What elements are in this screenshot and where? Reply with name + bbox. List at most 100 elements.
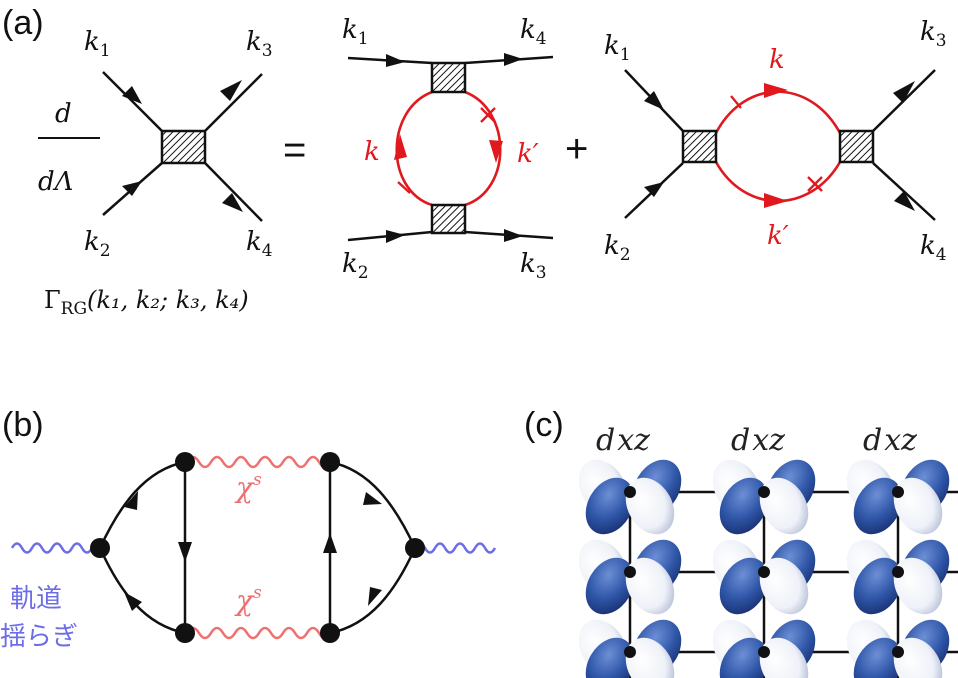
lattice-site — [892, 646, 904, 658]
bubble1-loop-kprime: k′ — [517, 139, 539, 169]
hatched-vertex-top — [430, 61, 467, 94]
arrow-head — [368, 587, 382, 606]
loop-arrow-down — [489, 140, 503, 163]
vertex-dot — [175, 623, 195, 643]
orbital-lobe — [759, 637, 809, 678]
panel-c-label: (c) — [524, 406, 564, 444]
vertex-dot — [90, 538, 110, 558]
orbital-lobe — [759, 477, 809, 535]
arrow-head — [644, 182, 664, 197]
arrow-head — [893, 81, 915, 103]
orbital-lobe — [625, 557, 675, 615]
panel-a: (a) d dΛ k1 k3 k2 k4 ΓRG(k₁, k₂; k₃, k₄)… — [2, 4, 947, 319]
bubble2-k3: k3 — [920, 17, 947, 51]
spin-wavy-line-bottom — [185, 626, 331, 640]
lattice-site — [624, 486, 636, 498]
propagator — [98, 547, 186, 635]
propagator — [329, 460, 417, 549]
bubble1-loop-k: k — [364, 137, 380, 167]
bubble2-k2: k2 — [604, 231, 631, 265]
orbital-lobe — [625, 477, 675, 535]
horizontal-bubble-diagram — [624, 69, 936, 221]
bubble2-k1: k1 — [604, 31, 631, 65]
lattice-site — [892, 486, 904, 498]
propagator — [329, 547, 417, 635]
arrow-head — [504, 229, 523, 242]
lattice-site — [758, 646, 770, 658]
panel-b: (b) χs χs 軌道 揺らぎ — [0, 406, 497, 652]
derivative-denominator: dΛ — [38, 167, 73, 197]
dxz-orbital — [846, 539, 950, 615]
lhs-vertex — [102, 71, 263, 222]
arrow-head — [124, 592, 142, 611]
orbital-lobe — [893, 477, 943, 535]
orbital-lobe — [719, 637, 769, 678]
vertex-caption: ΓRG(k₁, k₂; k₃, k₄) — [44, 286, 249, 319]
vertical-bubble-diagram — [347, 53, 554, 243]
orbital-fluctuation-label-line2: 揺らぎ — [0, 622, 78, 652]
orbital-lobe — [759, 557, 809, 615]
lattice-site — [624, 646, 636, 658]
arrow-head — [386, 54, 405, 67]
arrow-head — [222, 193, 243, 212]
orbital-label: dxz — [863, 423, 917, 458]
hatched-vertex-left — [681, 129, 718, 164]
arrow-head — [323, 533, 337, 553]
arrow-head — [894, 191, 915, 211]
orbital-label: dxz — [596, 423, 650, 458]
bubble1-k2: k2 — [342, 249, 369, 283]
derivative-numerator: d — [55, 99, 72, 129]
lhs-k4: k4 — [246, 227, 273, 261]
orbital-lobe — [585, 477, 635, 535]
loop-line-top — [714, 90, 842, 134]
orbital-lobe — [893, 637, 943, 678]
lhs-k1: k1 — [84, 27, 111, 61]
chi-s-top: χs — [234, 470, 262, 504]
orbital-lobe — [853, 477, 903, 535]
orbital-lobe — [625, 637, 675, 678]
loop-tick — [730, 95, 742, 109]
plus-sign: + — [565, 127, 588, 171]
orbital-lobes — [578, 459, 950, 678]
spin-wavy-line-top — [185, 455, 331, 469]
orbital-lobe — [893, 557, 943, 615]
panel-c: (c) dxz dxz dxz — [524, 406, 958, 678]
dxz-orbital — [578, 619, 682, 678]
hatched-vertex-bottom — [430, 203, 467, 235]
panel-b-label: (b) — [2, 406, 44, 444]
dxz-orbital — [846, 459, 950, 535]
orbital-wavy-line-left — [10, 542, 102, 554]
dxz-orbital — [712, 539, 816, 615]
lattice-site — [624, 566, 636, 578]
loop-tick — [397, 181, 411, 194]
orbital-lobe — [719, 477, 769, 535]
equals-sign: = — [283, 128, 306, 172]
dxz-orbital — [712, 459, 816, 535]
loop-line-bottom — [714, 161, 842, 203]
bubble1-k4: k4 — [520, 15, 547, 49]
hatched-vertex-right — [838, 129, 875, 164]
lattice-site — [758, 486, 770, 498]
bubble2-k4: k4 — [920, 231, 947, 265]
orbital-label: dxz — [731, 423, 785, 458]
hatched-vertex — [160, 129, 207, 165]
loop-arrow-up — [394, 134, 407, 160]
chi-s-bottom: χs — [234, 583, 262, 617]
orbital-fluctuation-label-line1: 軌道 — [10, 584, 62, 614]
arrow-head — [122, 86, 142, 104]
bubble2-loop-kprime: k′ — [767, 221, 789, 251]
vertex-dot — [320, 452, 340, 472]
arrow-head — [644, 91, 664, 110]
arrow-head — [504, 53, 523, 66]
panel-a-label: (a) — [2, 4, 44, 42]
orbital-lobe — [585, 557, 635, 615]
orbital-wavy-line-right — [413, 542, 497, 554]
arrow-head — [363, 492, 382, 505]
bubble1-k3: k3 — [520, 249, 547, 283]
arrow-head — [386, 230, 405, 243]
lattice-site — [892, 566, 904, 578]
arrow-head — [178, 542, 192, 562]
orbital-lobe — [585, 637, 635, 678]
dxz-orbital — [578, 539, 682, 615]
